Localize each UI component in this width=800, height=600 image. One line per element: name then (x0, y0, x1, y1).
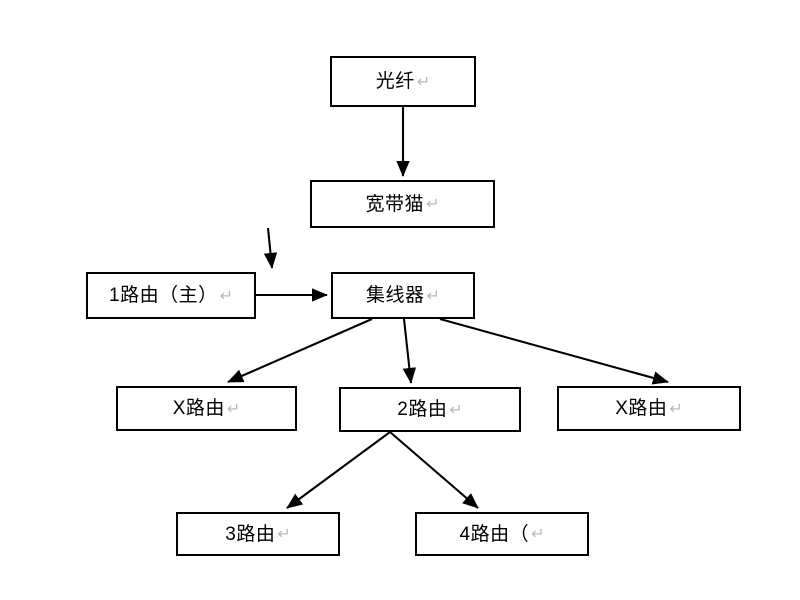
node-modem[interactable]: 宽带猫↵ (310, 180, 495, 228)
node-router-x-left-label: X路由 (172, 398, 225, 419)
node-router-x-left[interactable]: X路由↵ (116, 386, 297, 431)
node-hub[interactable]: 集线器↵ (331, 272, 475, 319)
node-router4-label: 4路由（ (459, 523, 530, 545)
connector-router2-to-router4 (389, 431, 479, 509)
connector-router2-to-router3 (286, 431, 391, 509)
return-mark-icon: ↵ (449, 401, 463, 419)
node-router2-label: 2路由 (397, 399, 448, 420)
node-router1-main-label: 1路由（主） (109, 285, 218, 306)
node-router1-main[interactable]: 1路由（主）↵ (86, 272, 256, 319)
connector-hub-to-router2 (402, 318, 417, 384)
return-mark-icon: ↵ (226, 400, 241, 418)
connector-hub-to-routerXR (439, 317, 669, 385)
connector-hub-to-routerXL (227, 318, 373, 383)
return-mark-icon: ↵ (277, 526, 291, 543)
return-mark-icon: ↵ (531, 526, 545, 543)
node-fiber-label: 光纤 (375, 71, 415, 92)
return-mark-icon: ↵ (426, 287, 440, 305)
return-mark-icon: ↵ (416, 73, 431, 91)
return-mark-icon: ↵ (426, 196, 440, 213)
node-fiber[interactable]: 光纤↵ (330, 56, 476, 107)
connector-modem-to-hub (263, 227, 278, 269)
node-router3-label: 3路由 (225, 523, 276, 545)
return-mark-icon: ↵ (219, 287, 233, 305)
node-hub-label: 集线器 (366, 285, 425, 306)
node-router2[interactable]: 2路由↵ (339, 387, 521, 432)
node-modem-label: 宽带猫 (365, 193, 425, 215)
return-mark-icon: ↵ (669, 400, 683, 418)
node-router-x-right[interactable]: X路由↵ (557, 386, 741, 431)
node-router4[interactable]: 4路由（↵ (415, 512, 589, 556)
node-router-x-right-label: X路由 (615, 398, 668, 419)
node-router3[interactable]: 3路由↵ (176, 512, 340, 556)
